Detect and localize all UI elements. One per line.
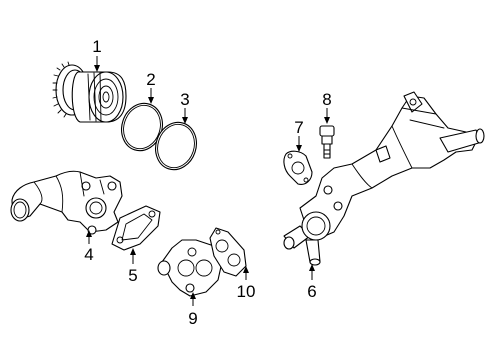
o-ring-seal [121,102,163,152]
callout-9: 9 [188,309,197,328]
gasket-plate [111,205,161,251]
water-outlet-manifold [283,91,485,266]
callout-5: 5 [128,266,137,285]
thermostat-housing [157,239,223,297]
leader-lines [86,56,330,306]
inlet-pipe-housing [10,170,123,235]
callout-labels: 1 2 3 4 5 6 7 8 9 10 [84,37,331,328]
callout-7: 7 [294,118,303,137]
callout-4: 4 [84,245,93,264]
callout-1: 1 [92,37,101,56]
callout-2: 2 [146,70,155,89]
gasket-ring [155,121,197,171]
callout-10: 10 [237,282,256,301]
temperature-sensor [319,125,335,159]
callout-3: 3 [180,90,189,109]
flange-gasket [283,150,313,185]
callout-6: 6 [307,282,316,301]
water-pump-gear-assembly [52,61,127,123]
callout-8: 8 [322,90,331,109]
